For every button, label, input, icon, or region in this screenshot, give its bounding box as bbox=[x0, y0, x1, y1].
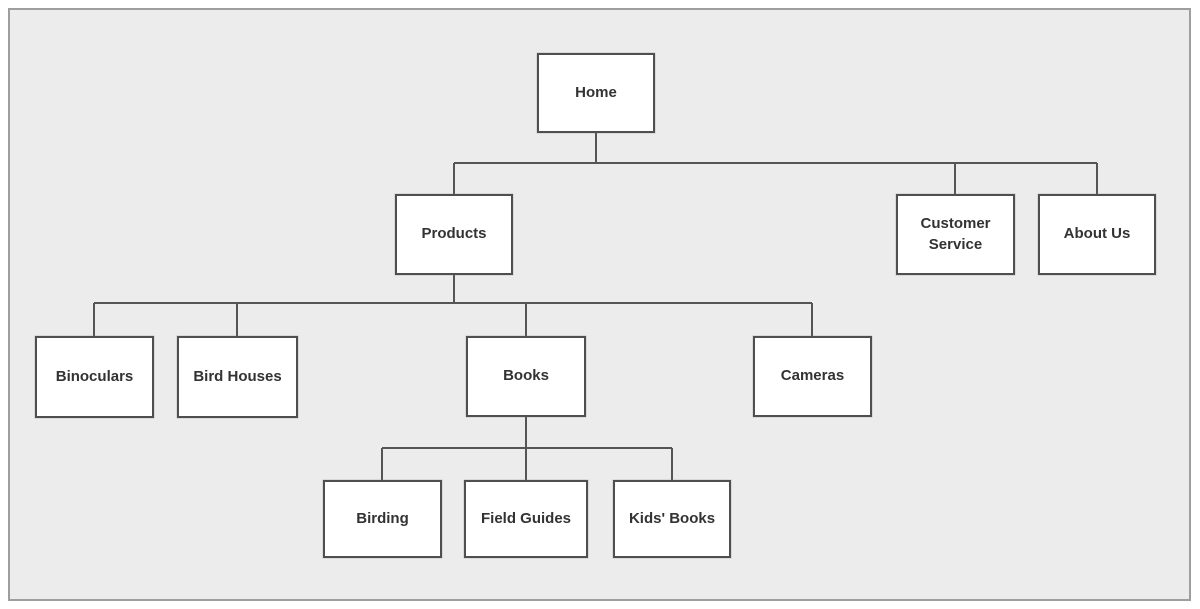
node-binoculars: Binoculars bbox=[35, 336, 154, 418]
node-birding: Birding bbox=[323, 480, 442, 558]
node-products: Products bbox=[395, 194, 513, 275]
node-about-us: About Us bbox=[1038, 194, 1156, 275]
node-field-guides: Field Guides bbox=[464, 480, 588, 558]
node-home: Home bbox=[537, 53, 655, 133]
node-books: Books bbox=[466, 336, 586, 417]
node-cameras: Cameras bbox=[753, 336, 872, 417]
node-customer-service: Customer Service bbox=[896, 194, 1015, 275]
node-bird-houses: Bird Houses bbox=[177, 336, 298, 418]
node-kids-books: Kids' Books bbox=[613, 480, 731, 558]
